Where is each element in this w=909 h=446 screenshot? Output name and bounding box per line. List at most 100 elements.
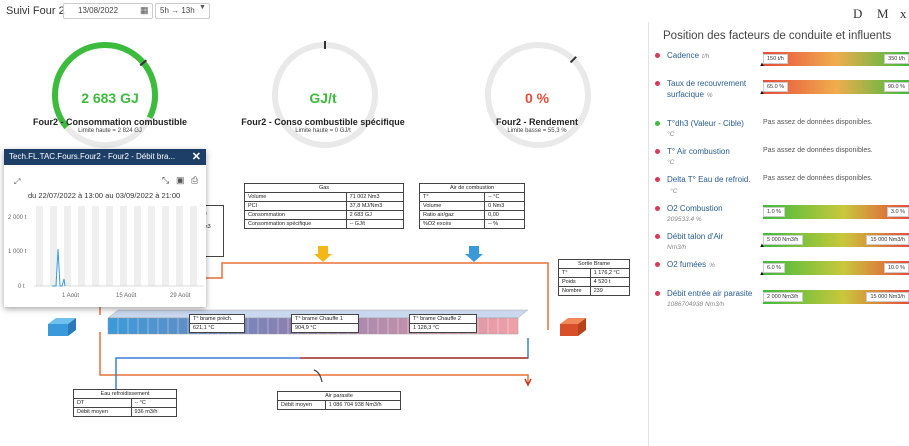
- range-max-label: 15 000 Nm3/h: [866, 292, 909, 302]
- chevron-down-icon[interactable]: ▼: [199, 4, 206, 11]
- range-min-label: 150 t/h: [763, 54, 788, 64]
- factor-name[interactable]: O2 fumées%: [667, 259, 755, 271]
- brame-ch2-table: T° brame Chauffe 2 1 128,3 °C: [409, 314, 477, 333]
- factor-label[interactable]: O2 Combustion: [667, 204, 723, 213]
- factor-subvalue: °C: [667, 131, 675, 138]
- popup-header[interactable]: Tech.FL.TAC.Fours.Four2 - Four2 - Débit …: [4, 149, 206, 165]
- factor-unit: t/h: [702, 53, 710, 60]
- status-dot: [655, 262, 660, 267]
- factor-name[interactable]: T°dh3 (Valeur - Cible) °C: [667, 118, 755, 140]
- eau-table-title: Eau refroidissement: [73, 389, 177, 399]
- calendar-icon[interactable]: ▦: [140, 5, 149, 15]
- range-max-label: 15 000 Nm3/h: [866, 235, 909, 245]
- more-button[interactable]: x: [900, 6, 907, 21]
- factor-unit: °C: [670, 188, 678, 195]
- month-button[interactable]: M: [877, 6, 889, 21]
- page-title: Suivi Four 2: [6, 5, 65, 17]
- range-max-label: 90.0 %: [883, 82, 909, 92]
- no-data-text: Pas assez de données disponibles.: [763, 119, 873, 126]
- gas-arrow: [314, 246, 332, 262]
- gauge-value-conso-specifique: GJ/t: [309, 90, 337, 106]
- factor-name[interactable]: Taux de recouvrement surfacique%: [667, 78, 755, 101]
- factor-name[interactable]: Delta T° Eau de refroid. °C: [667, 174, 755, 197]
- factor-subvalue: 209533.4 %: [667, 216, 702, 223]
- factors-panel: [648, 22, 909, 446]
- sortie-table-title: Sortie Brame: [558, 259, 630, 269]
- status-dot: [655, 206, 660, 211]
- factor-label[interactable]: Débit talon d'Air: [667, 232, 724, 241]
- gauge-limit-tick: [139, 59, 148, 67]
- print-icon[interactable]: ⎙: [191, 175, 199, 185]
- status-dot: [655, 177, 660, 182]
- gauge-value-rendement: 0 %: [524, 90, 550, 106]
- factor-range-bar: 150 t/h 350 t/h: [763, 52, 909, 66]
- factor-range-bar: 65.0 % 90.0 %: [763, 80, 909, 94]
- value-marker-icon: ▲: [759, 62, 765, 68]
- status-dot: [655, 53, 660, 58]
- gas-table-title: Gas: [244, 183, 404, 193]
- status-dot: [655, 234, 660, 239]
- entry-block: [48, 324, 68, 336]
- gauge-limit-conso-specifique: Limite haute = 0 GJ/t: [295, 128, 351, 134]
- value-marker-icon: ▲: [759, 243, 765, 249]
- gauges-svg: [52, 41, 591, 148]
- air-arrow: [465, 246, 483, 262]
- status-dot: [655, 149, 660, 154]
- factor-unit: %: [706, 92, 713, 99]
- range-min-label: 2 000 Nm3/h: [763, 292, 803, 302]
- factor-name[interactable]: Débit entrée air parasite 1086704938 Nm3/…: [667, 288, 755, 310]
- y-tick-1: 1 000 t: [8, 249, 27, 255]
- gauge-consommation: [52, 42, 158, 148]
- factor-label[interactable]: Cadence: [667, 51, 700, 60]
- image-icon[interactable]: ▣: [176, 175, 185, 185]
- factor-label[interactable]: T°dh3 (Valeur - Cible): [667, 119, 744, 128]
- x-tick-2: 29 Août: [170, 293, 191, 299]
- factor-label[interactable]: O2 fumées: [667, 260, 707, 269]
- gauge-limit-tick: [569, 56, 577, 64]
- cooling-line: [115, 338, 529, 390]
- factor-label[interactable]: Taux de recouvrement surfacique: [667, 79, 747, 99]
- factor-subvalue: Nm3/h: [667, 244, 687, 251]
- factor-label[interactable]: Débit entrée air parasite: [667, 289, 753, 298]
- factor-name[interactable]: O2 Combustion 209533.4 %: [667, 203, 755, 225]
- value-marker-icon: ▲: [759, 90, 765, 96]
- range-min-label: 65.0 %: [763, 82, 789, 92]
- gauge-label-rendement: Four2 - Rendement: [495, 117, 578, 127]
- brame-ch1-table: T° brame Chauffe 1 904,9 °C: [291, 314, 359, 333]
- gauge-track: [485, 42, 591, 148]
- fumes-line: [99, 332, 529, 383]
- factor-label[interactable]: Delta T° Eau de refroid.: [667, 175, 751, 184]
- factor-name[interactable]: T° Air combustion°C: [667, 146, 755, 168]
- gauge-conso-specifique: [272, 41, 378, 148]
- range-max-label: 350 t/h: [884, 54, 909, 64]
- factor-range-bar: 5 000 Nm3/h 15 000 Nm3/h: [763, 233, 909, 247]
- parasite-table-title: Air parasite: [277, 391, 401, 401]
- air-table-title: Air de combustion: [419, 183, 525, 193]
- status-dot: [655, 121, 660, 126]
- time-range-select[interactable]: 5h → 13h: [155, 3, 210, 19]
- range-min-label: 6.0 %: [763, 263, 786, 273]
- gauge-limit-consommation: Limite haute = 2 824 GJ: [78, 128, 142, 134]
- close-icon[interactable]: ✕: [191, 151, 201, 163]
- factors-panel-title: Position des facteurs de conduite et inf…: [663, 30, 892, 42]
- range-min-label: 1.0 %: [763, 207, 786, 217]
- popup-date-range: du 22/07/2022 à 13:00 au 03/09/2022 à 21…: [28, 191, 181, 200]
- trend-popup[interactable]: Tech.FL.TAC.Fours.Four2 - Four2 - Débit …: [4, 149, 206, 307]
- fullscreen-icon[interactable]: ⤡: [162, 175, 170, 185]
- status-dot: [655, 291, 660, 296]
- brame-prech-table: T° brame préch. 621,1 °C: [189, 314, 245, 333]
- gauge-label-conso-specifique: Four2 - Conso combustible spécifique: [241, 117, 405, 127]
- day-button[interactable]: D: [853, 6, 863, 21]
- factor-subvalue: 1086704938 Nm3/h: [667, 301, 725, 308]
- range-min-label: 5 000 Nm3/h: [763, 235, 803, 245]
- date-picker-input[interactable]: 13/08/2022: [63, 3, 153, 19]
- factor-label[interactable]: T° Air combustion: [667, 147, 730, 156]
- exit-block: [560, 324, 578, 336]
- expand-icon[interactable]: ⤢: [14, 177, 21, 186]
